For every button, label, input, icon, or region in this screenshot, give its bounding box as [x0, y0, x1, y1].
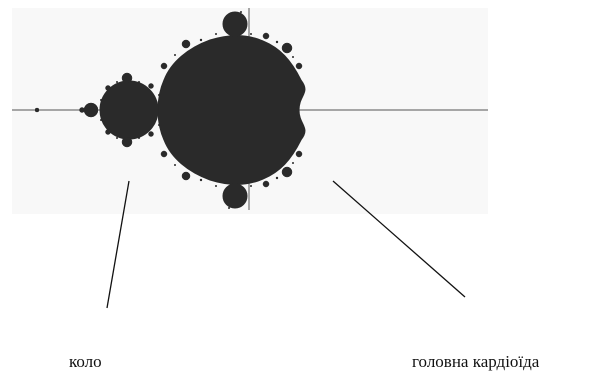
label-circle: коло	[69, 353, 102, 370]
small-bulb	[182, 40, 190, 48]
small-bulb	[282, 167, 292, 177]
small-bulb	[80, 108, 85, 113]
small-bulb	[106, 130, 111, 135]
mini-mandelbrot	[35, 108, 39, 112]
main-cardioid	[158, 36, 305, 185]
top-bulb	[223, 12, 247, 36]
small-bulb	[161, 151, 167, 157]
small-bulb	[263, 181, 269, 187]
small-bulb	[161, 63, 167, 69]
small-bulb	[296, 151, 302, 157]
small-bulb	[122, 137, 132, 147]
small-bulb	[282, 43, 292, 53]
small-bulb	[149, 132, 154, 137]
small-bulb	[263, 33, 269, 39]
small-bulb	[122, 73, 132, 83]
bottom-bulb	[223, 184, 247, 208]
label-main-cardioid: головна кардіоїда	[412, 353, 539, 370]
small-bulb	[182, 172, 190, 180]
period-4-bulb	[84, 103, 98, 117]
small-bulb	[106, 86, 111, 91]
small-bulb	[149, 84, 154, 89]
small-bulb	[296, 63, 302, 69]
